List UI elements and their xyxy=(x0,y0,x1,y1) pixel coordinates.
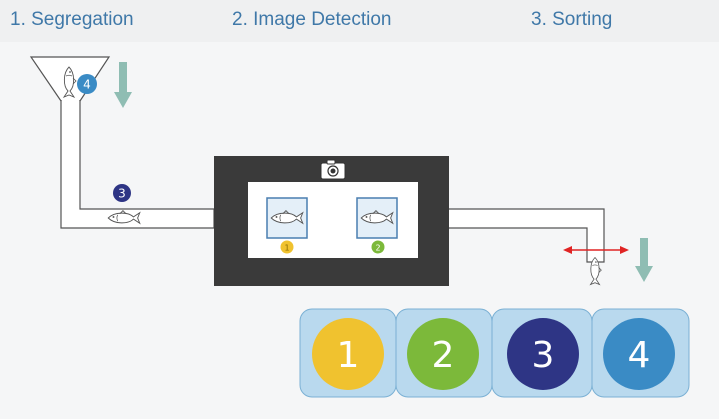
conveyor-pipe xyxy=(60,100,215,229)
stage-title-segregation: 1. Segregation xyxy=(10,9,134,30)
badge-hopper-circle xyxy=(77,74,97,94)
badge-detect-left: 1 xyxy=(280,240,294,254)
badge-detect-right: 2 xyxy=(371,240,385,254)
flow-arrow-head-left xyxy=(114,92,132,108)
sorter-arrow-head-right xyxy=(620,246,629,254)
stage-title-sorting: 3. Sorting xyxy=(531,9,613,30)
badge-detect-left-circle xyxy=(280,240,294,254)
flow-arrow-shaft-left xyxy=(119,62,127,94)
badge-conveyor-label: 3 xyxy=(118,187,126,201)
bin-3: 3 xyxy=(491,308,593,398)
sorting-bins: 1 2 3 4 xyxy=(299,308,690,398)
bin-2: 2 xyxy=(395,308,493,398)
bin-4-label: 4 xyxy=(628,335,651,376)
bin-1-label: 1 xyxy=(337,335,360,376)
badge-detect-right-label: 2 xyxy=(375,244,380,253)
badge-conveyor-circle xyxy=(113,184,131,202)
sorter-double-arrow xyxy=(563,246,629,254)
bin-3-label: 3 xyxy=(532,335,555,376)
bin-2-circle xyxy=(407,318,479,390)
badge-conveyor: 3 xyxy=(113,184,131,202)
flow-down-arrow-left xyxy=(114,62,132,108)
badge-hopper: 4 xyxy=(77,74,97,94)
sorter-arrow-head-left xyxy=(563,246,572,254)
bin-1: 1 xyxy=(299,308,397,398)
camera-icon xyxy=(320,159,346,180)
flow-arrow-head-right xyxy=(635,266,653,282)
bin-3-circle xyxy=(507,318,579,390)
bin-4: 4 xyxy=(591,308,690,398)
bin-1-circle xyxy=(312,318,384,390)
badge-detect-left-label: 1 xyxy=(284,244,289,253)
badge-detect-right-circle xyxy=(371,240,385,254)
stage-header: 1. Segregation 2. Image Detection 3. Sor… xyxy=(0,0,719,42)
stage-title-image-detection: 2. Image Detection xyxy=(232,9,392,30)
flow-arrow-shaft-right xyxy=(640,238,648,268)
badge-hopper-label: 4 xyxy=(83,78,91,92)
bin-4-circle xyxy=(603,318,675,390)
bin-2-label: 2 xyxy=(432,335,455,376)
flow-down-arrow-right xyxy=(635,238,653,282)
output-pipe xyxy=(449,208,605,263)
